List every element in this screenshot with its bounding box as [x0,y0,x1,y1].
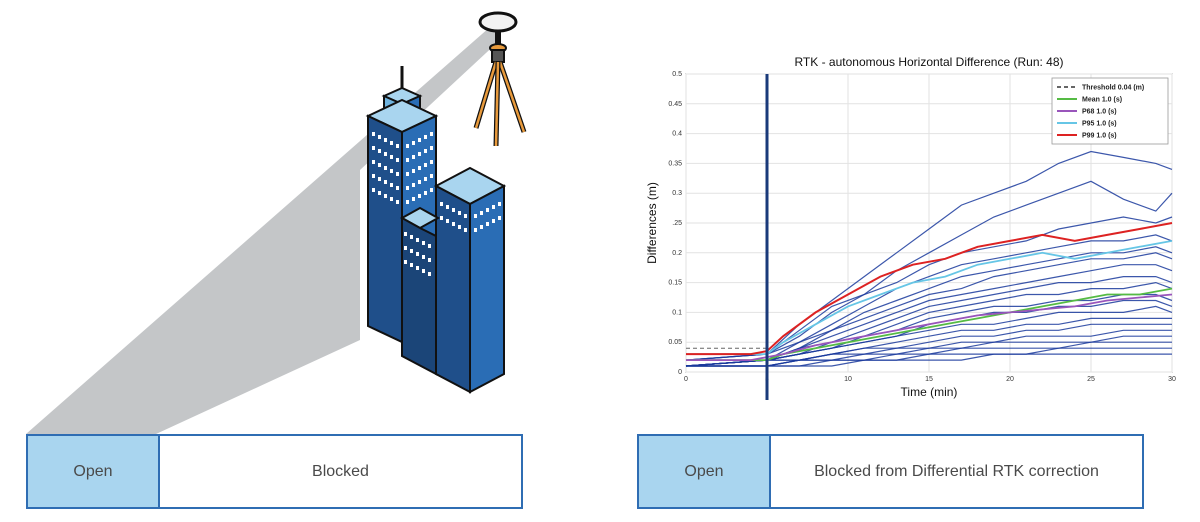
x-tick-label: 30 [1168,376,1176,383]
run-series-line [685,281,1173,367]
x-tick-label: 15 [925,376,933,383]
run-series-line [685,264,1173,367]
legend-label: P95 1.0 (s) [1082,121,1117,128]
x-tick-label: 25 [1087,376,1095,383]
y-tick-label: 0.15 [668,280,682,287]
y-tick-label: 0.35 [668,160,682,167]
legend-label: P99 1.0 (s) [1082,133,1117,140]
urban-canyon-illustration [26,11,527,434]
legend-label: P68 1.0 (s) [1082,109,1117,116]
run-series-line [686,353,1172,367]
statistic-series-line [686,222,1173,356]
statistic-series-line [686,287,1173,361]
y-tick-label: 0 [678,369,682,376]
run-series-line [686,347,1172,367]
run-series-line [685,234,1173,361]
run-series-line [686,329,1172,367]
statistic-series-line [686,240,1173,355]
y-tick-label: .25 [672,220,682,227]
right-open-segment: Open [639,436,771,507]
run-series-line [686,341,1172,367]
x-tick-label: 0 [684,376,688,383]
right-timeline-bar: Open Blocked from Differential RTK corre… [637,434,1144,509]
y-axis-label: Differences (m) [645,182,659,264]
run-series-line [685,180,1173,361]
left-blocked-segment: Blocked [160,436,521,507]
left-timeline-bar: Open Blocked [26,434,523,509]
y-tick-label: 0.5 [672,71,682,78]
y-tick-label: 0.4 [672,131,682,138]
y-tick-label: 0.05 [668,339,682,346]
chart-title: RTK - autonomous Horizontal Difference (… [794,55,1063,69]
right-building-icon [433,166,507,394]
x-axis-label: Time (min) [901,385,958,399]
x-tick-label: 10 [844,376,852,383]
y-tick-label: 0.1 [672,309,682,316]
run-series-line [685,305,1173,367]
chart-svg: RTK - autonomous Horizontal Difference (… [645,55,1176,400]
rtk-difference-chart: RTK - autonomous Horizontal Difference (… [630,50,1190,410]
x-tick-label: 20 [1006,376,1014,383]
y-tick-label: 0.3 [672,190,682,197]
legend-label: Mean 1.0 (s) [1082,97,1122,104]
run-series-line [686,246,1173,361]
legend-label: Threshold 0.04 (m) [1082,85,1144,92]
left-open-segment: Open [28,436,160,507]
right-blocked-segment: Blocked from Differential RTK correction [771,436,1142,507]
statistic-series-line [686,293,1173,361]
y-tick-label: 0.2 [672,250,682,257]
y-tick-label: 0.45 [668,101,682,108]
gnss-receiver-icon [473,11,527,147]
small-building-icon [399,206,441,376]
run-series-line [686,252,1173,361]
